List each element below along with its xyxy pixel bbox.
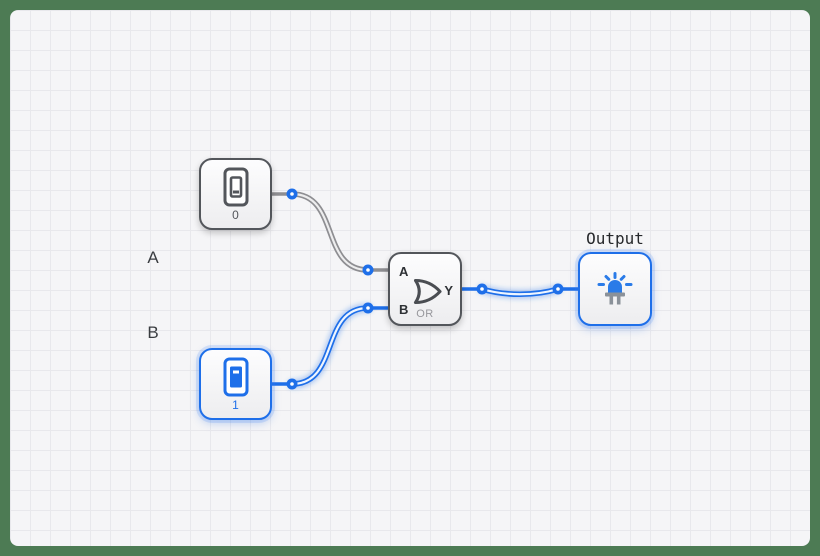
canvas-label-a: A (147, 248, 159, 267)
switch-node-a[interactable]: 0 (199, 158, 272, 230)
connector-dot-orA-in[interactable] (362, 264, 374, 276)
connector-dot-switchB-out[interactable] (286, 378, 298, 390)
canvas-label-b: B (147, 323, 159, 342)
wire-switchA-to-orA[interactable] (270, 191, 390, 273)
output-node-title: Output (586, 229, 644, 248)
wire-layer (270, 188, 580, 390)
or-gate-icon (413, 278, 442, 305)
connector-dot-led-in[interactable] (552, 283, 564, 295)
led-output-node[interactable] (578, 252, 652, 326)
toggle-switch-on-icon (223, 357, 248, 397)
connector-dots (286, 188, 564, 390)
connector-dot-orY-out[interactable] (476, 283, 488, 295)
or-port-label-a: A (399, 264, 409, 279)
connector-dot-orB-in[interactable] (362, 302, 374, 314)
switch-node-b[interactable]: 1 (199, 348, 272, 420)
or-port-label-y: Y (444, 283, 453, 298)
wire-switchB-to-orB[interactable] (270, 305, 390, 387)
connector-dot-switchA-out[interactable] (286, 188, 298, 200)
switch-b-value: 1 (232, 398, 239, 412)
or-gate-type-label: OR (416, 308, 434, 320)
circuit-canvas[interactable]: A B Output 0 1 A B Y (10, 10, 810, 546)
led-on-icon (597, 272, 633, 305)
toggle-switch-off-icon (223, 167, 248, 207)
switch-a-value: 0 (232, 208, 239, 222)
or-gate-node[interactable]: A B Y OR (388, 252, 462, 326)
or-port-label-b: B (399, 302, 409, 317)
